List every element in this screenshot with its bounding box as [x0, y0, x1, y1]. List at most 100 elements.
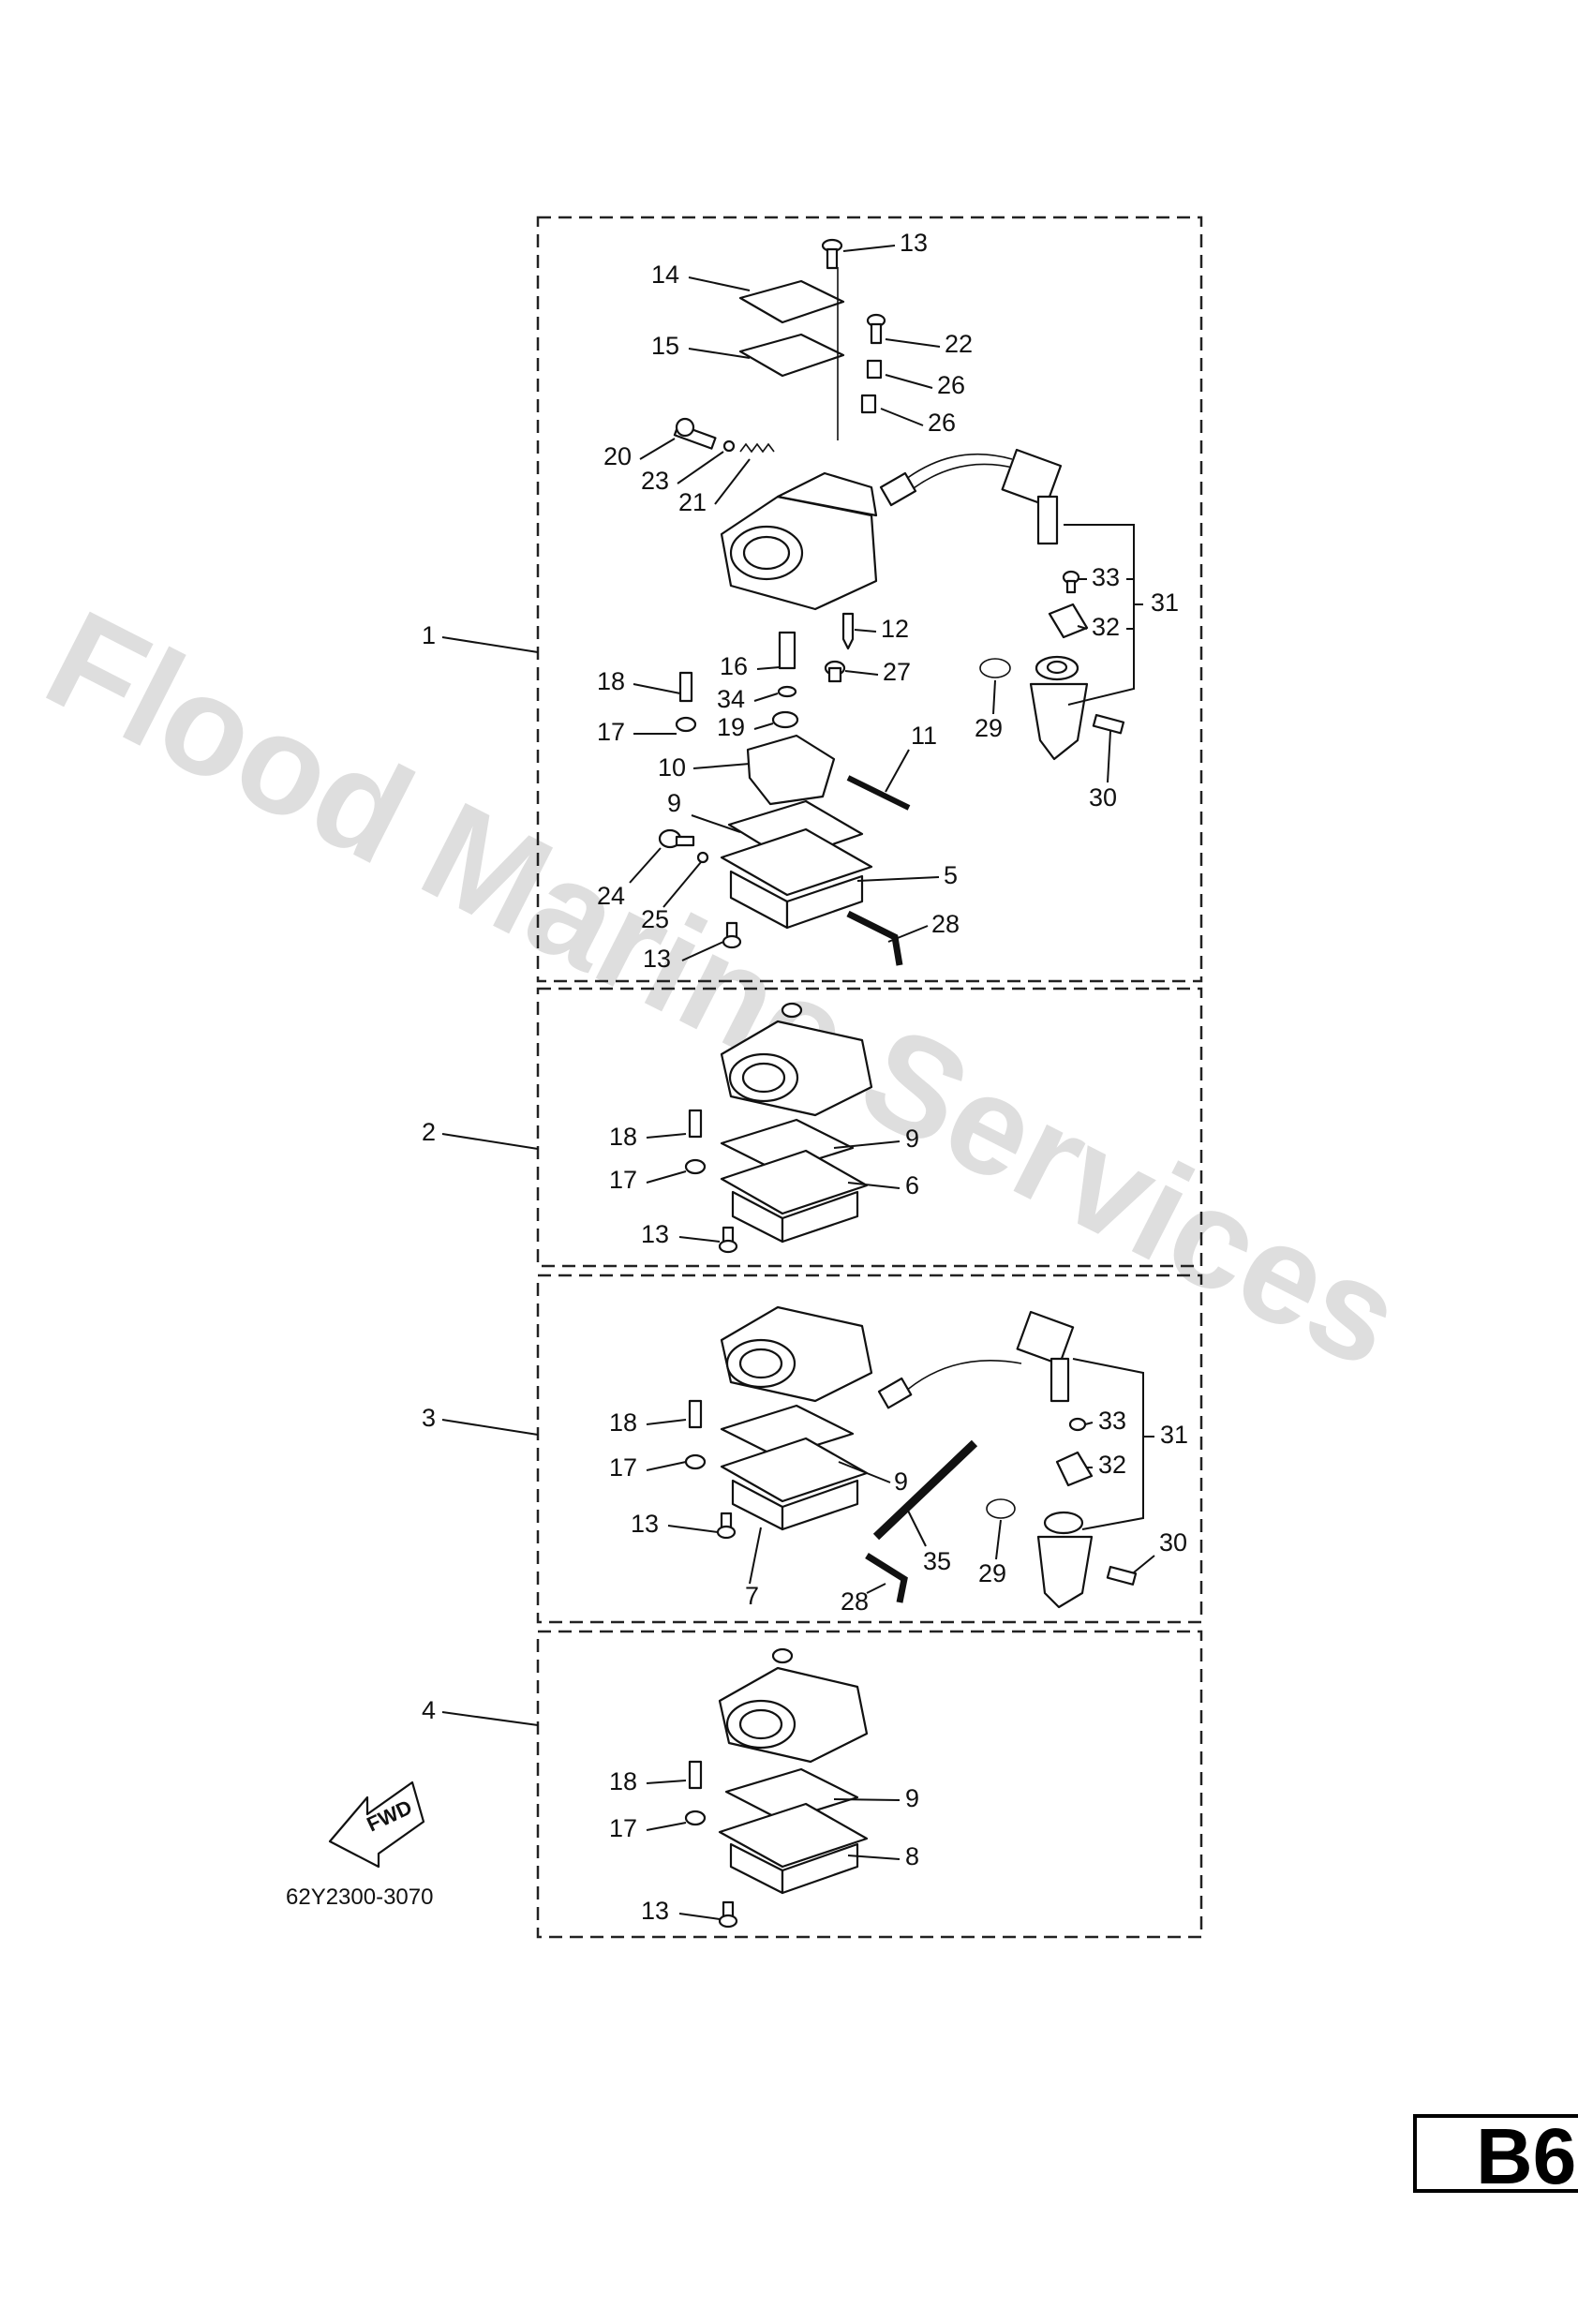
plug-19 — [771, 710, 799, 729]
assembly-3-callouts: 18 33 31 17 32 9 13 35 29 30 7 28 — [609, 1358, 1188, 1616]
svg-text:27: 27 — [883, 658, 911, 686]
svg-text:9: 9 — [667, 789, 681, 817]
screw-22 — [866, 313, 886, 345]
svg-text:9: 9 — [905, 1125, 919, 1153]
assembly-label-1: 1 — [422, 621, 539, 653]
jet-18 — [678, 671, 693, 703]
svg-text:7: 7 — [745, 1582, 759, 1610]
assembly-label-3: 3 — [422, 1404, 539, 1436]
svg-text:26: 26 — [937, 371, 965, 399]
svg-text:30: 30 — [1089, 783, 1117, 812]
screw-30 — [1092, 713, 1125, 735]
assembly-label-4: 4 — [422, 1696, 539, 1726]
svg-text:22: 22 — [945, 330, 973, 358]
drain-screw-24 — [658, 828, 695, 849]
svg-text:17: 17 — [597, 718, 625, 746]
washer-23 — [722, 439, 736, 453]
svg-text:29: 29 — [975, 714, 1003, 742]
svg-text:24: 24 — [597, 882, 625, 910]
svg-text:10: 10 — [658, 753, 686, 782]
cover-plate-14 — [738, 279, 845, 324]
svg-text:8: 8 — [905, 1842, 919, 1870]
svg-text:26: 26 — [928, 409, 956, 437]
svg-text:16: 16 — [720, 652, 748, 680]
svg-text:13: 13 — [641, 1897, 669, 1925]
float-10 — [746, 734, 836, 806]
svg-text:18: 18 — [597, 667, 625, 695]
svg-text:21: 21 — [678, 488, 707, 516]
svg-text:12: 12 — [881, 615, 909, 643]
svg-text:6: 6 — [905, 1171, 919, 1199]
svg-text:32: 32 — [1098, 1451, 1126, 1479]
svg-text:33: 33 — [1092, 563, 1120, 591]
svg-text:31: 31 — [1151, 588, 1179, 617]
svg-text:31: 31 — [1160, 1421, 1188, 1449]
needle-12 — [841, 612, 855, 650]
svg-text:17: 17 — [609, 1814, 637, 1842]
svg-text:32: 32 — [1092, 613, 1120, 641]
svg-text:13: 13 — [641, 1220, 669, 1248]
spring-21 — [739, 442, 775, 454]
svg-text:1: 1 — [422, 621, 436, 649]
svg-text:20: 20 — [603, 442, 632, 470]
screw-13-bottom — [722, 921, 742, 949]
svg-text:3: 3 — [422, 1404, 436, 1432]
assembly-1-callouts: 13 14 15 22 26 26 20 23 21 31 33 32 12 1… — [597, 229, 1179, 973]
svg-text:9: 9 — [905, 1784, 919, 1812]
throttle-sensor-body — [1029, 655, 1089, 761]
assembly-label-2: 2 — [422, 1118, 539, 1150]
clip-32 — [1048, 603, 1089, 639]
svg-text:13: 13 — [631, 1510, 659, 1538]
svg-text:11: 11 — [911, 722, 937, 750]
assembly-2-parts — [684, 1002, 873, 1254]
throttle-sensor-cable — [879, 448, 1063, 545]
screw-13-top — [821, 238, 843, 270]
svg-text:15: 15 — [651, 332, 679, 360]
svg-text:34: 34 — [717, 685, 745, 713]
assembly-3-parts — [684, 1305, 1138, 1609]
washer-25 — [696, 851, 709, 864]
svg-text:18: 18 — [609, 1408, 637, 1437]
carburetor-body-1 — [720, 471, 878, 611]
hose-28 — [846, 910, 903, 966]
oring-34 — [777, 685, 797, 698]
svg-text:28: 28 — [841, 1587, 869, 1616]
fwd-arrow-icon: FWD — [328, 1780, 425, 1869]
svg-text:18: 18 — [609, 1123, 637, 1151]
spring-26a — [866, 359, 883, 380]
page-label: B6 — [1413, 2112, 1578, 2200]
svg-text:19: 19 — [717, 713, 745, 741]
screw-17 — [675, 716, 697, 733]
float-pin-11 — [846, 775, 911, 811]
diagram-code: 62Y2300-3070 — [286, 1885, 433, 1910]
screw-33 — [1062, 570, 1080, 594]
svg-text:29: 29 — [978, 1559, 1006, 1587]
svg-text:17: 17 — [609, 1166, 637, 1194]
svg-text:13: 13 — [643, 945, 671, 973]
gasket-15 — [738, 333, 845, 378]
svg-text:2: 2 — [422, 1118, 436, 1146]
assembly-frame-3 — [536, 1274, 1203, 1624]
assembly-4-parts — [684, 1647, 869, 1929]
svg-text:35: 35 — [923, 1547, 951, 1575]
float-bowl-5 — [720, 827, 873, 930]
jet-16 — [778, 631, 796, 670]
assembly-1-parts — [658, 238, 1125, 966]
svg-text:30: 30 — [1159, 1528, 1187, 1557]
svg-text:13: 13 — [900, 229, 928, 257]
idle-screw-20 — [673, 417, 717, 450]
svg-text:18: 18 — [609, 1767, 637, 1795]
oring-29 — [979, 658, 1011, 678]
assembly-frame-4 — [536, 1630, 1203, 1939]
svg-text:4: 4 — [422, 1696, 436, 1724]
svg-text:28: 28 — [931, 910, 960, 938]
assembly-4-callouts: 18 9 17 8 13 — [609, 1767, 919, 1925]
svg-text:25: 25 — [641, 905, 669, 933]
svg-text:9: 9 — [894, 1467, 908, 1496]
svg-text:33: 33 — [1098, 1407, 1126, 1435]
svg-text:B6: B6 — [1476, 2112, 1576, 2200]
assembly-frame-2 — [536, 987, 1203, 1268]
assembly-2-callouts: 18 9 17 6 13 — [609, 1123, 919, 1248]
svg-text:5: 5 — [944, 861, 958, 889]
